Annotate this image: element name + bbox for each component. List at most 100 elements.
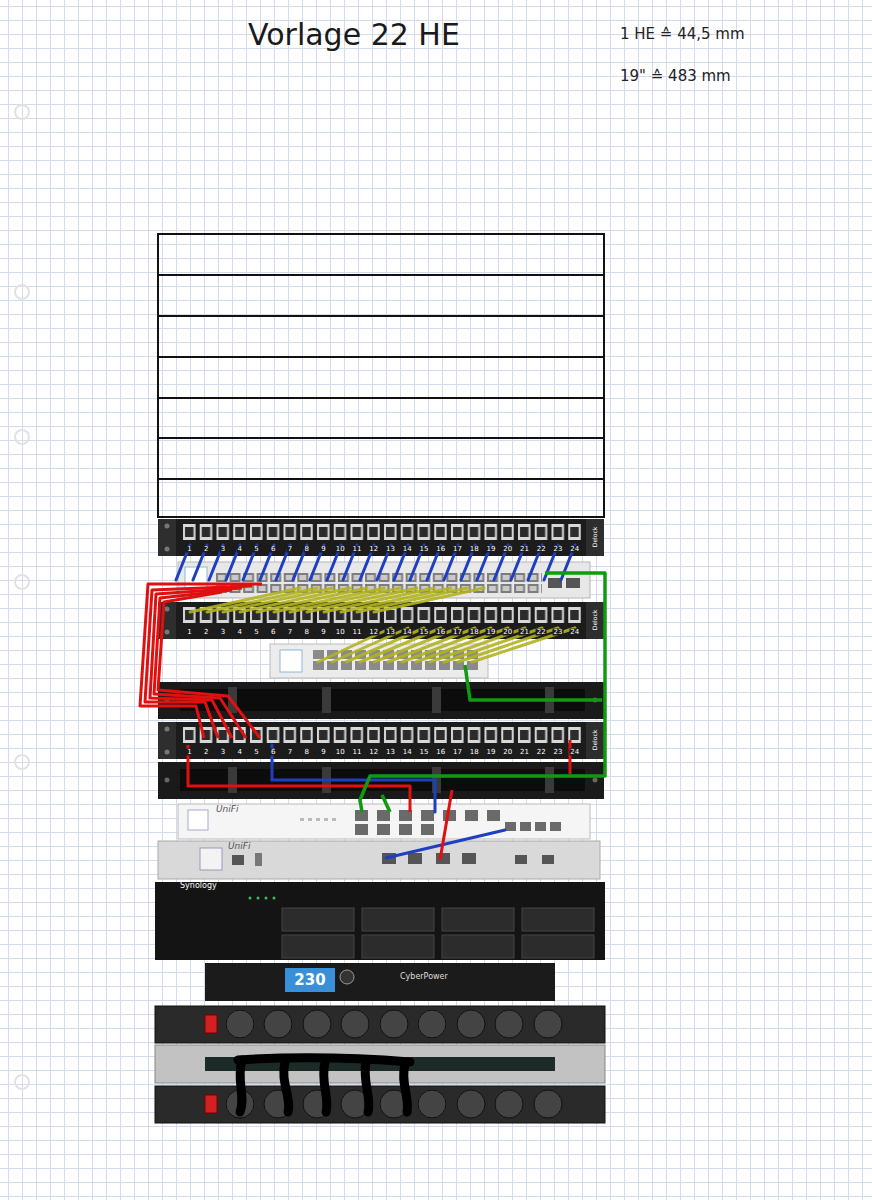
- port-number: 13: [385, 546, 396, 553]
- punch-holes: [15, 755, 29, 769]
- nas: [282, 908, 594, 958]
- switch-poe: [316, 818, 320, 821]
- security-gateway: [158, 841, 600, 879]
- port-number: 3: [220, 546, 226, 553]
- cable-yellow: [318, 628, 575, 662]
- port-number: 2: [203, 629, 209, 636]
- switch-poe: [178, 804, 590, 839]
- power-cable: [240, 1060, 242, 1112]
- port-number: 4: [236, 546, 242, 553]
- port-number: 14: [402, 546, 413, 553]
- switch-48: [566, 578, 580, 588]
- power-strip: [155, 1086, 605, 1123]
- port-number: 20: [502, 546, 513, 553]
- nas: [257, 897, 260, 900]
- port-number: 24: [569, 749, 580, 756]
- port-number: 19: [485, 546, 496, 553]
- cable-red: [440, 790, 452, 860]
- port-number: 16: [435, 546, 446, 553]
- port-number: 11: [351, 749, 362, 756]
- power-cable: [404, 1064, 408, 1112]
- port-number: 18: [469, 546, 480, 553]
- nas: [155, 882, 605, 960]
- security-gateway: [515, 855, 527, 864]
- ups-display: 230: [294, 973, 325, 988]
- nas: [155, 882, 605, 960]
- port-number: 2: [203, 546, 209, 553]
- cable-red: [188, 745, 410, 812]
- port-number: 23: [552, 749, 563, 756]
- port-number: 22: [536, 749, 547, 756]
- power-cable: [324, 1062, 327, 1112]
- port-number: 7: [287, 749, 293, 756]
- port-number: 24: [569, 546, 580, 553]
- switch-poe: [465, 810, 478, 821]
- port-number: 8: [303, 546, 309, 553]
- port-number: 1: [186, 749, 192, 756]
- switch-poe: [355, 810, 561, 835]
- punch-holes: [15, 430, 29, 444]
- port-number: 5: [253, 749, 259, 756]
- brand-logo: UniFi: [216, 805, 238, 814]
- switch-poe: [421, 824, 434, 835]
- port-number: 15: [418, 629, 429, 636]
- port-number: 21: [519, 749, 530, 756]
- brand-logo: CyberPower: [400, 973, 448, 981]
- ups: [340, 970, 354, 984]
- port-number: 14: [402, 629, 413, 636]
- port-number: 9: [320, 629, 326, 636]
- cable-yellow: [190, 588, 484, 612]
- switch-poe: [377, 824, 390, 835]
- ups: [205, 963, 555, 1001]
- switch-poe: [355, 824, 368, 835]
- port-number: 16: [435, 629, 446, 636]
- port-number: 2: [203, 749, 209, 756]
- switch-poe: [324, 818, 328, 821]
- nas: [522, 908, 594, 931]
- port-number: 13: [385, 629, 396, 636]
- brand-logo: Delock: [592, 527, 598, 547]
- rack-empty-units: [158, 234, 604, 517]
- port-number: 23: [552, 546, 563, 553]
- brush-panel: [155, 1045, 605, 1083]
- cable-red: [569, 740, 572, 774]
- nas: [273, 897, 276, 900]
- switch-poe: [178, 804, 590, 839]
- nas: [249, 897, 252, 900]
- port-number: 6: [270, 749, 276, 756]
- port-number: 12: [368, 546, 379, 553]
- switch-poe: [308, 818, 312, 821]
- cable-green: [360, 573, 605, 812]
- patch-panel: [158, 519, 604, 556]
- switch-poe: [188, 810, 208, 830]
- nas: [265, 897, 268, 900]
- brand-logo: Synology: [180, 882, 217, 890]
- port-number: 5: [253, 546, 259, 553]
- rack-empty-units: [158, 274, 604, 276]
- rack-empty-units: [158, 315, 604, 317]
- security-gateway: [542, 855, 554, 864]
- security-gateway: [255, 853, 262, 866]
- port-number: 24: [569, 629, 580, 636]
- port-number: 7: [287, 546, 293, 553]
- port-number: 15: [418, 749, 429, 756]
- switch-poe: [520, 822, 531, 831]
- switch-poe: [550, 822, 561, 831]
- port-number: 5: [253, 629, 259, 636]
- security-gateway: [158, 841, 600, 879]
- port-number: 18: [469, 629, 480, 636]
- cable-green: [465, 665, 602, 700]
- port-number: 8: [303, 629, 309, 636]
- port-number: 20: [502, 749, 513, 756]
- port-number: 23: [552, 629, 563, 636]
- nas: [362, 935, 434, 958]
- port-number: 17: [452, 546, 463, 553]
- port-number: 15: [418, 546, 429, 553]
- cable-red: [154, 590, 246, 738]
- switch-poe: [505, 822, 516, 831]
- power-strip: [155, 1006, 605, 1043]
- punch-holes: [15, 285, 29, 299]
- brand-logo: Delock: [592, 610, 598, 630]
- security-gateway: [408, 853, 422, 864]
